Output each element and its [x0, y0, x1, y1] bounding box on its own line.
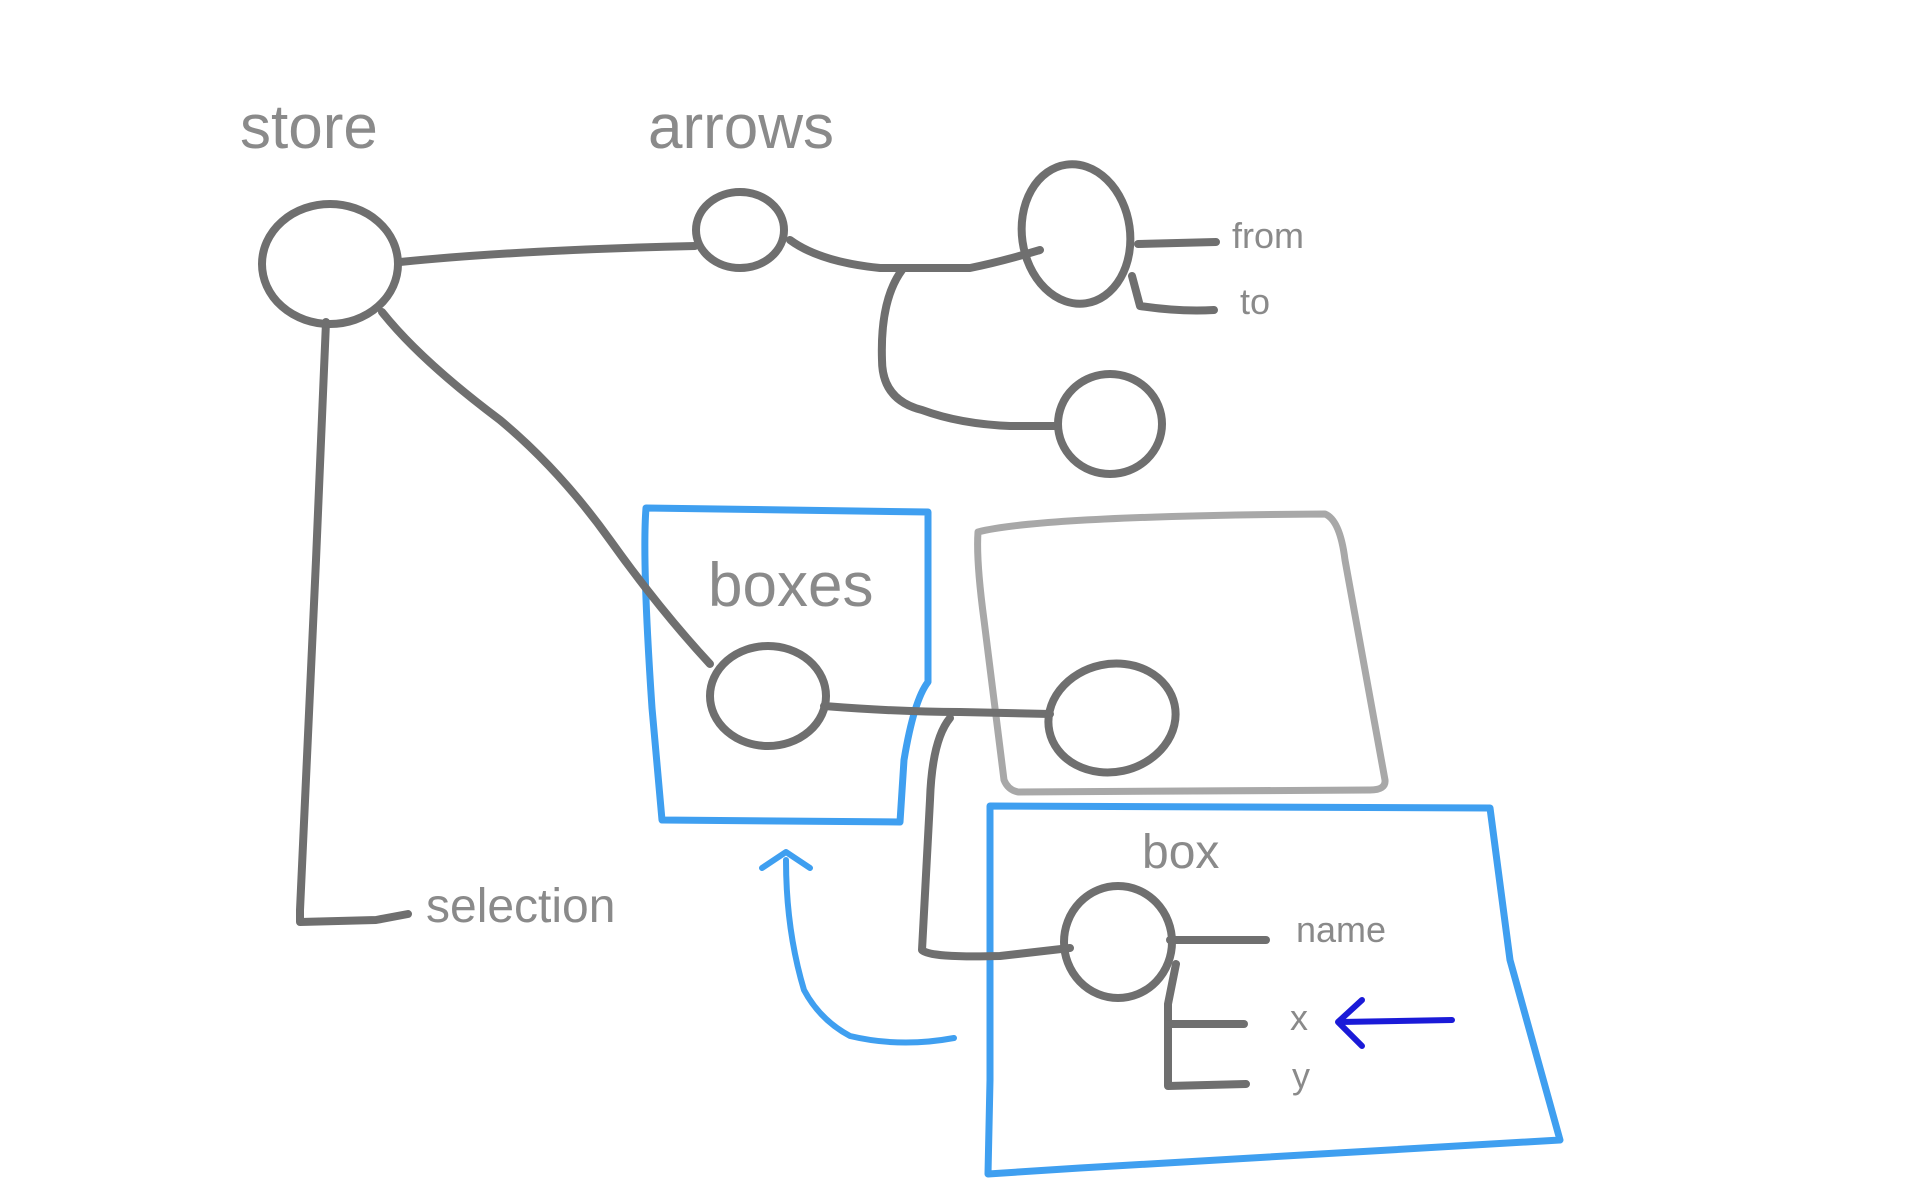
edge-boxes-item — [820, 702, 1054, 718]
boxes-label: boxes — [708, 551, 873, 620]
edge-store-selection — [296, 318, 412, 926]
arrow-item-two-node[interactable] — [1054, 370, 1166, 478]
box-highlight-frame — [984, 802, 1564, 1178]
edge-store-boxes — [378, 308, 714, 668]
store-node[interactable] — [258, 200, 402, 328]
box-label: box — [1142, 826, 1219, 879]
edge-arrow-from — [1134, 238, 1220, 248]
edge-boxes-box — [918, 714, 1074, 961]
y-label: y — [1292, 1055, 1310, 1096]
edge-store-arrows — [396, 242, 699, 266]
name-label: name — [1296, 909, 1386, 950]
to-label: to — [1240, 281, 1270, 322]
edge-box-x-y — [1164, 960, 1250, 1090]
selection-label: selection — [426, 880, 615, 933]
boxes-node[interactable] — [706, 642, 830, 750]
x-pointer-arrow-head — [1335, 997, 1365, 1049]
edge-arrows-item — [786, 236, 1044, 272]
arrow-item-node[interactable] — [1013, 157, 1139, 311]
arrows-label: arrows — [648, 93, 834, 162]
box-node[interactable] — [1060, 882, 1176, 1002]
edge-arrows-item-two — [877, 266, 1062, 430]
boxes-highlight-frame — [641, 504, 932, 826]
edge-arrow-to — [1128, 272, 1218, 315]
from-label: from — [1232, 215, 1304, 256]
store-label: store — [240, 93, 378, 162]
return-arrow-head — [759, 849, 813, 871]
arrows-node[interactable] — [692, 188, 788, 272]
ghost-frame — [974, 510, 1389, 796]
x-label: x — [1290, 997, 1308, 1038]
return-arrow — [783, 857, 957, 1046]
box-item-node[interactable] — [1038, 652, 1186, 784]
x-pointer-arrow — [1337, 1017, 1455, 1025]
